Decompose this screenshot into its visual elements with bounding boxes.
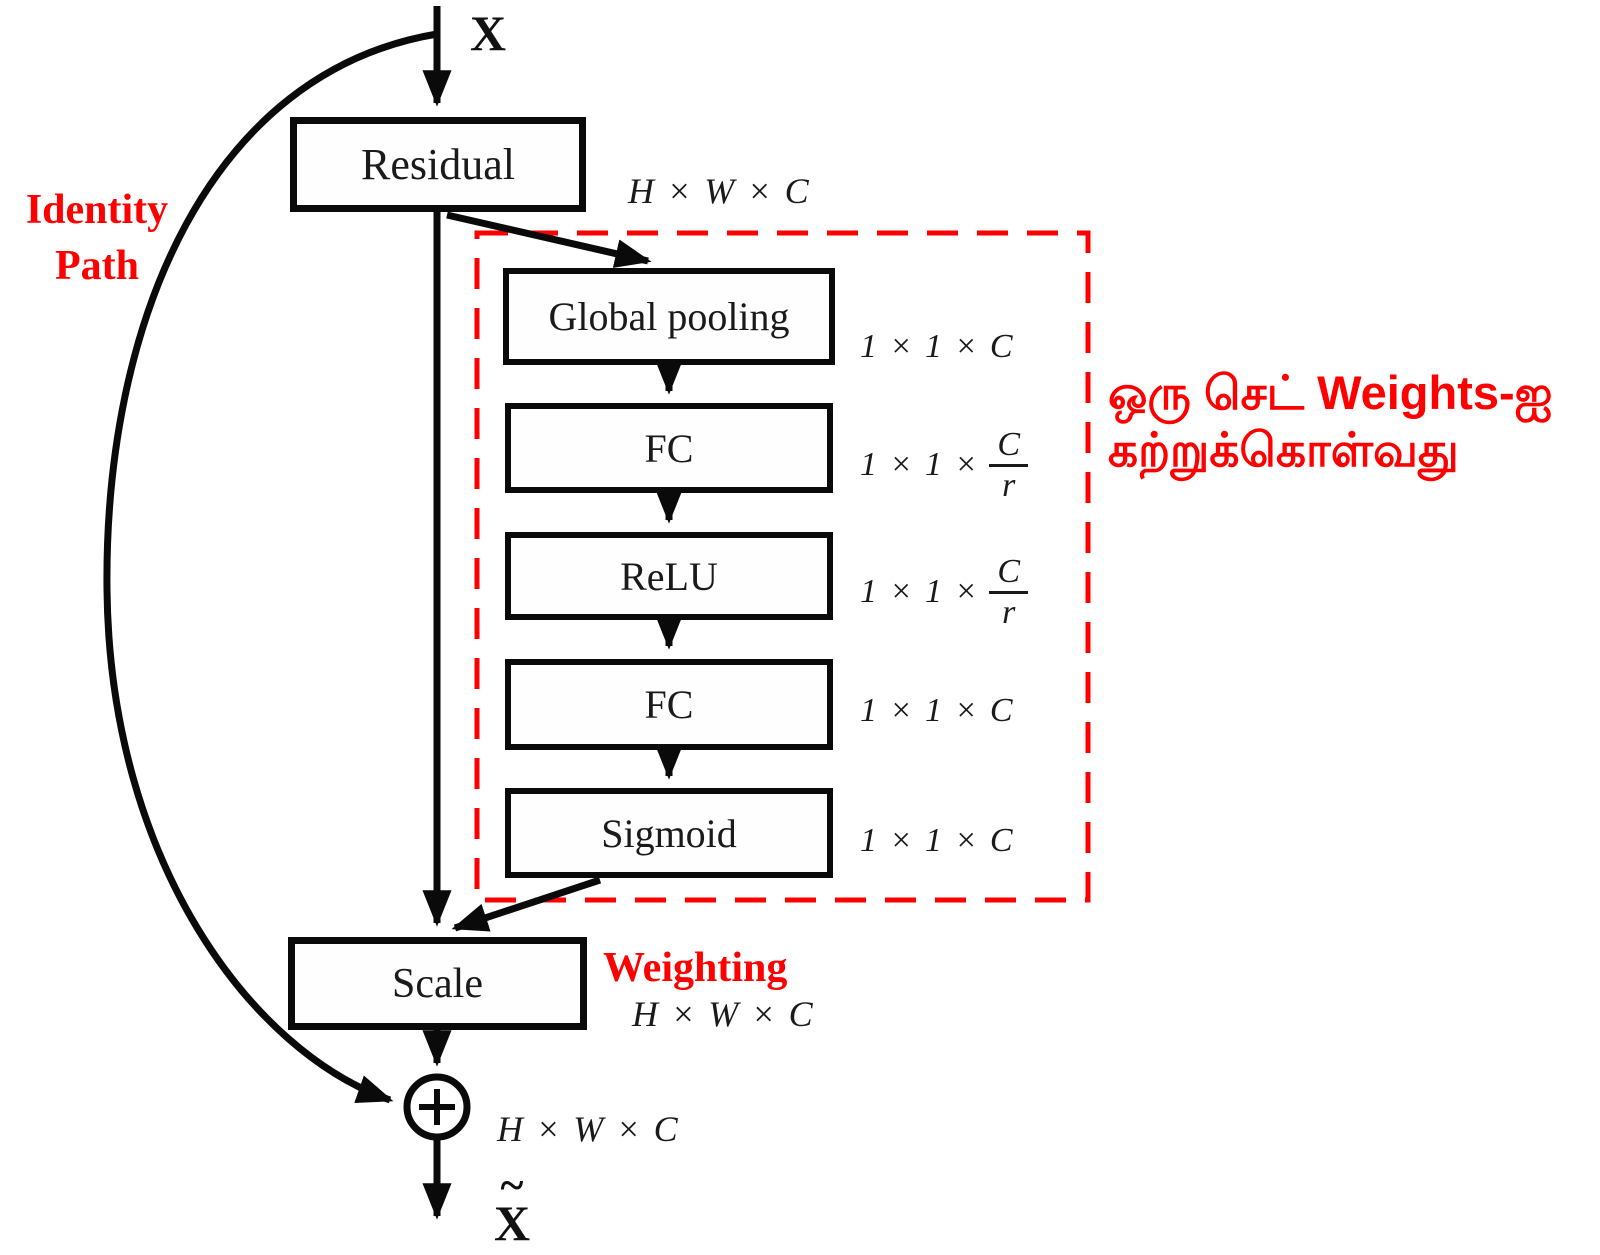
fc1-label: FC [644,425,694,471]
relu-dim-numerator: C [989,554,1029,594]
fc1-dim-fraction: C r [989,427,1029,504]
sigmoid-block: Sigmoid [505,788,833,878]
relu-label: ReLU [620,553,718,599]
output-tilde: ~ [500,1161,524,1210]
relu-dim-prefix: 1 × 1 × [860,573,980,611]
output-x: X [493,1195,531,1251]
identity-path-label: Identity Path [8,182,186,294]
fc1-dim-numerator: C [989,427,1029,467]
sigmoid-label: Sigmoid [601,810,737,856]
weighting-label: Weighting [603,945,788,991]
global-pooling-block: Global pooling [503,268,835,365]
identity-path-line1: Identity [25,187,169,233]
input-label-x: X [470,5,507,61]
fc1-dim-denominator: r [1002,466,1016,504]
arrow-sigmoid-to-scale [451,876,602,932]
relu-dim-denominator: r [1002,593,1016,631]
scale-label: Scale [392,960,483,1007]
learned-weights-dashed-region [474,230,1091,903]
identity-path-curve [103,30,438,1104]
tamil-note-line1: ஒரு செட் Weights-ஐ [1108,366,1553,419]
global-pooling-label: Global pooling [548,294,790,339]
sigmoid-dim: 1 × 1 × C [860,822,1015,859]
tamil-weights-note: ஒரு செட் Weights-ஐ கற்றுக்கொள்வது [1108,364,1552,478]
fc1-dim: 1 × 1 × C r [860,427,1029,504]
plus-icon [419,1089,455,1125]
fc2-block: FC [505,659,833,750]
fc1-dim-prefix: 1 × 1 × [860,446,980,484]
relu-dim: 1 × 1 × C r [860,554,1029,631]
scale-output-dim: H × W × C [632,994,815,1034]
arrow-residual-to-global-pooling [446,211,652,268]
fc2-label: FC [644,682,694,727]
identity-path-line2: Path [55,243,139,289]
output-label-x-tilde: ~ X [482,1161,542,1251]
residual-label: Residual [361,140,515,189]
fc2-dim: 1 × 1 × C [860,692,1015,729]
fc1-block: FC [505,403,833,493]
relu-block: ReLU [505,532,833,620]
residual-output-dim: H × W × C [628,171,811,211]
scale-block: Scale [288,937,587,1030]
global-pooling-dim: 1 × 1 × C [860,328,1015,365]
relu-dim-fraction: C r [989,554,1029,631]
sum-output-dim: H × W × C [497,1109,680,1149]
tamil-note-line2: கற்றுக்கொள்வது [1108,423,1459,476]
residual-block: Residual [290,117,586,212]
